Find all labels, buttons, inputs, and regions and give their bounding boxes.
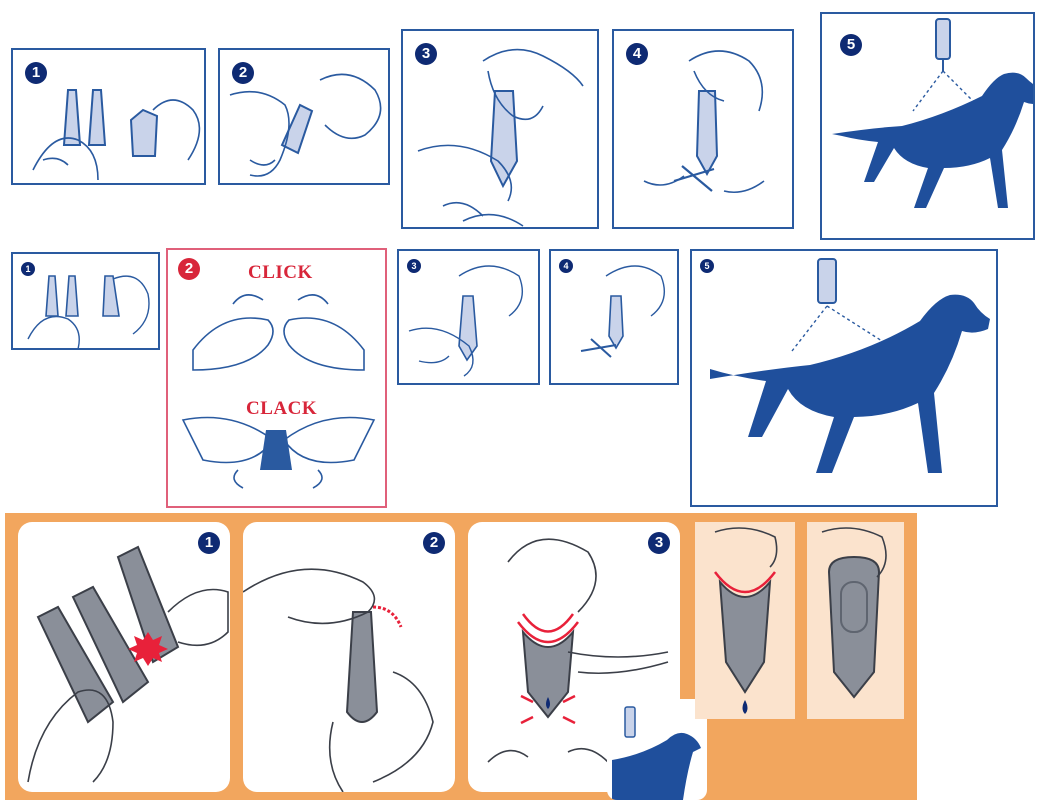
hand-icon bbox=[614, 31, 794, 229]
dog-silhouette-icon bbox=[612, 733, 701, 800]
pipette-icon bbox=[347, 612, 377, 722]
row1-step3-panel: 3 bbox=[401, 29, 599, 229]
hand-icon bbox=[33, 100, 199, 180]
hand-icon bbox=[399, 251, 540, 385]
row3-step1-panel: 1 bbox=[18, 522, 230, 792]
row1-step4-panel: 4 bbox=[612, 29, 794, 229]
hand-icon bbox=[13, 254, 160, 350]
pipette-icon bbox=[720, 582, 770, 692]
row1-step5-panel: 5 bbox=[820, 12, 1035, 240]
pipette-icon bbox=[829, 557, 879, 697]
pipette-icon bbox=[818, 259, 836, 303]
hand-icon bbox=[715, 528, 777, 567]
dog-silhouette-icon bbox=[710, 295, 990, 473]
row2-step4-panel: 4 bbox=[549, 249, 679, 385]
hand-icon bbox=[403, 31, 599, 229]
row2-step1-panel: 1 bbox=[11, 252, 160, 350]
curved-arrow-icon bbox=[373, 607, 401, 627]
pipette-icon bbox=[13, 50, 206, 185]
row2-step3-panel: 3 bbox=[397, 249, 540, 385]
row3-step2-panel: 2 bbox=[243, 522, 455, 792]
pipette-icon bbox=[38, 547, 178, 722]
hand-icon bbox=[220, 50, 390, 185]
orange-instructions-band: 1 2 3 bbox=[5, 513, 917, 800]
pipette-icon bbox=[936, 19, 950, 71]
dog-silhouette-icon bbox=[832, 73, 1035, 208]
row2-step5-panel: 5 bbox=[690, 249, 998, 507]
drop-icon bbox=[743, 700, 748, 714]
row3-detail-panel-a bbox=[695, 522, 795, 719]
row2-step2-panel: 2 CLICK CLACK bbox=[166, 248, 387, 508]
row1-step2-panel: 2 bbox=[218, 48, 390, 185]
hand-icon bbox=[551, 251, 679, 385]
hand-icon bbox=[243, 569, 433, 792]
pipette-icon bbox=[625, 707, 635, 737]
row3-inset-panel bbox=[607, 699, 707, 800]
row1-step1-panel: 1 bbox=[11, 48, 206, 185]
row3-detail-panel-b bbox=[807, 522, 904, 719]
pipette-icon bbox=[260, 430, 292, 470]
